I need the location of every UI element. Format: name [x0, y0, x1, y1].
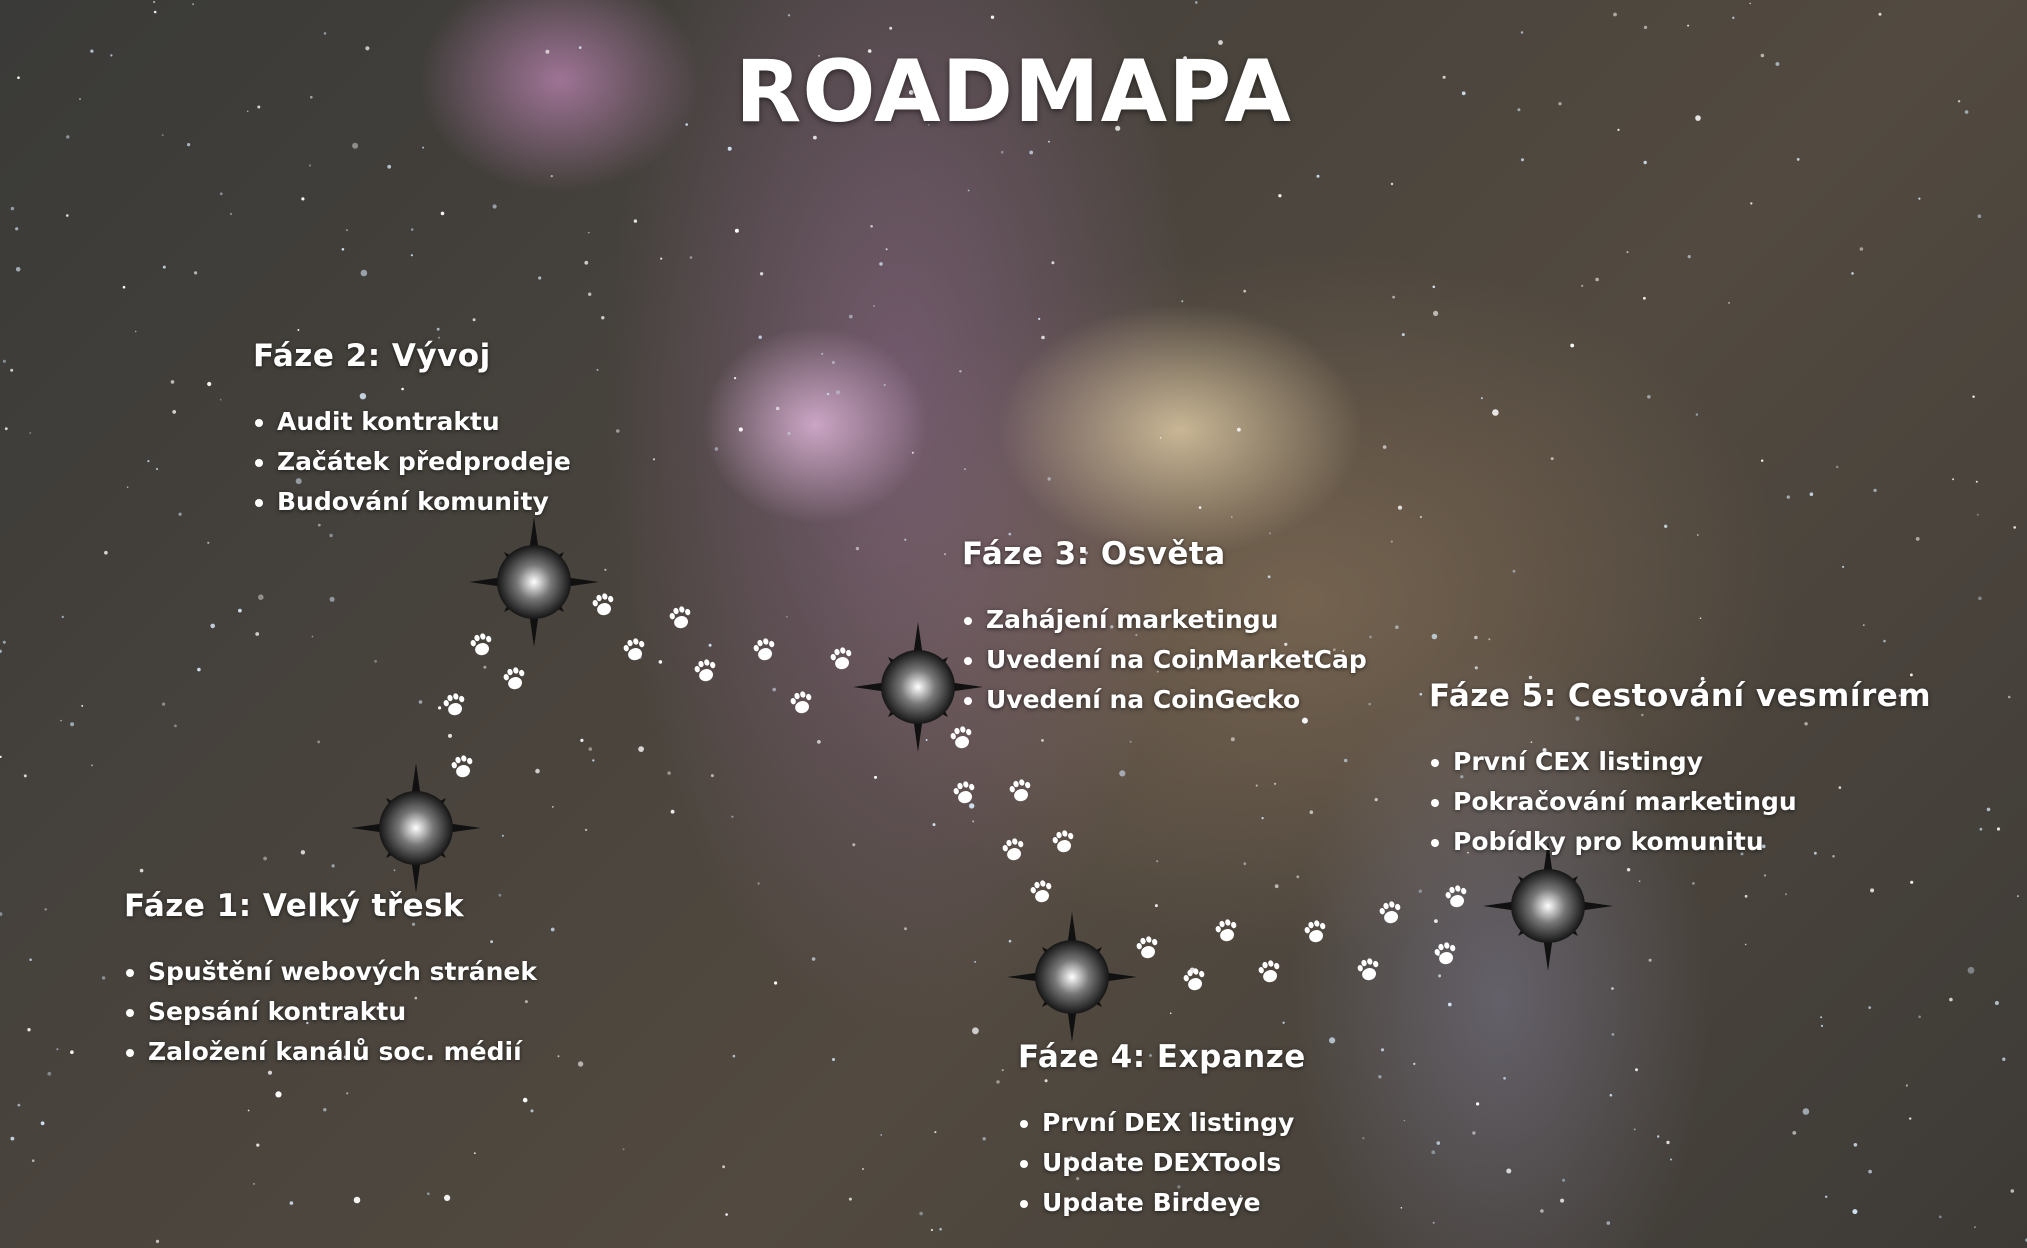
phase-item: Spuštění webových stránek: [124, 952, 537, 992]
paw-print-icon: [1028, 878, 1056, 910]
paw-print-icon: [441, 691, 469, 723]
paw-print-icon: [1007, 777, 1035, 809]
phase-heading: Fáze 1: Velký třesk: [124, 888, 465, 924]
phase-heading: Fáze 3: Osvěta: [962, 536, 1226, 572]
phase-item: Uvedení na CoinGecko: [962, 680, 1367, 720]
paw-print-icon: [1443, 883, 1471, 915]
paw-print-icon: [501, 665, 529, 697]
paw-print-icon: [1256, 958, 1284, 990]
paw-print-icon: [1302, 918, 1330, 950]
phase-heading: Fáze 4: Expanze: [1018, 1039, 1306, 1075]
phase-heading: Fáze 2: Vývoj: [253, 338, 491, 374]
phase-node-3-icon: [848, 617, 988, 761]
paw-print-icon: [449, 753, 477, 785]
phase-node-4-icon: [1002, 907, 1142, 1051]
phase-item: První DEX listingy: [1018, 1103, 1306, 1143]
phase-5: Fáze 5: Cestování vesmírem První CEX lis…: [1429, 678, 1931, 862]
paw-print-icon: [1355, 956, 1383, 988]
paw-print-icon: [1134, 934, 1162, 966]
phase-1: Fáze 1: Velký třesk Spuštění webových st…: [124, 888, 537, 1072]
phase-node-1-icon: [346, 758, 486, 902]
phase-heading: Fáze 5: Cestování vesmírem: [1429, 678, 1932, 714]
paw-print-icon: [1213, 917, 1241, 949]
phase-item: Uvedení na CoinMarketCap: [962, 640, 1367, 680]
paw-print-icon: [1181, 966, 1209, 998]
paw-print-icon: [1000, 836, 1028, 868]
paw-print-icon: [621, 636, 649, 668]
phase-item: Začátek předprodeje: [253, 442, 571, 482]
paw-print-icon: [948, 724, 976, 756]
phase-item: Založení kanálů soc. médií: [124, 1032, 537, 1072]
phase-item: Update Birdeye: [1018, 1183, 1306, 1223]
phase-node-2-icon: [464, 512, 604, 656]
paw-print-icon: [667, 604, 695, 636]
phase-item: Sepsání kontraktu: [124, 992, 537, 1032]
phase-item: Pobídky pro komunitu: [1429, 822, 1931, 862]
paw-print-icon: [590, 591, 618, 623]
paw-print-icon: [751, 636, 779, 668]
phase-node-5-icon: [1478, 836, 1618, 980]
phase-item: Update DEXTools: [1018, 1143, 1306, 1183]
paw-print-icon: [828, 645, 856, 677]
phase-item: Pokračování marketingu: [1429, 782, 1931, 822]
paw-print-icon: [1377, 899, 1405, 931]
paw-print-icon: [692, 657, 720, 689]
paw-print-icon: [468, 631, 496, 663]
phase-item: Budování komunity: [253, 482, 571, 522]
page-title: ROADMAPA: [735, 42, 1292, 142]
phase-item: Audit kontraktu: [253, 402, 571, 442]
phase-item: První CEX listingy: [1429, 742, 1931, 782]
paw-print-icon: [788, 689, 816, 721]
paw-print-icon: [1432, 940, 1460, 972]
phase-item: Zahájení marketingu: [962, 600, 1367, 640]
paw-print-icon: [1050, 828, 1078, 860]
paw-print-icon: [951, 779, 979, 811]
